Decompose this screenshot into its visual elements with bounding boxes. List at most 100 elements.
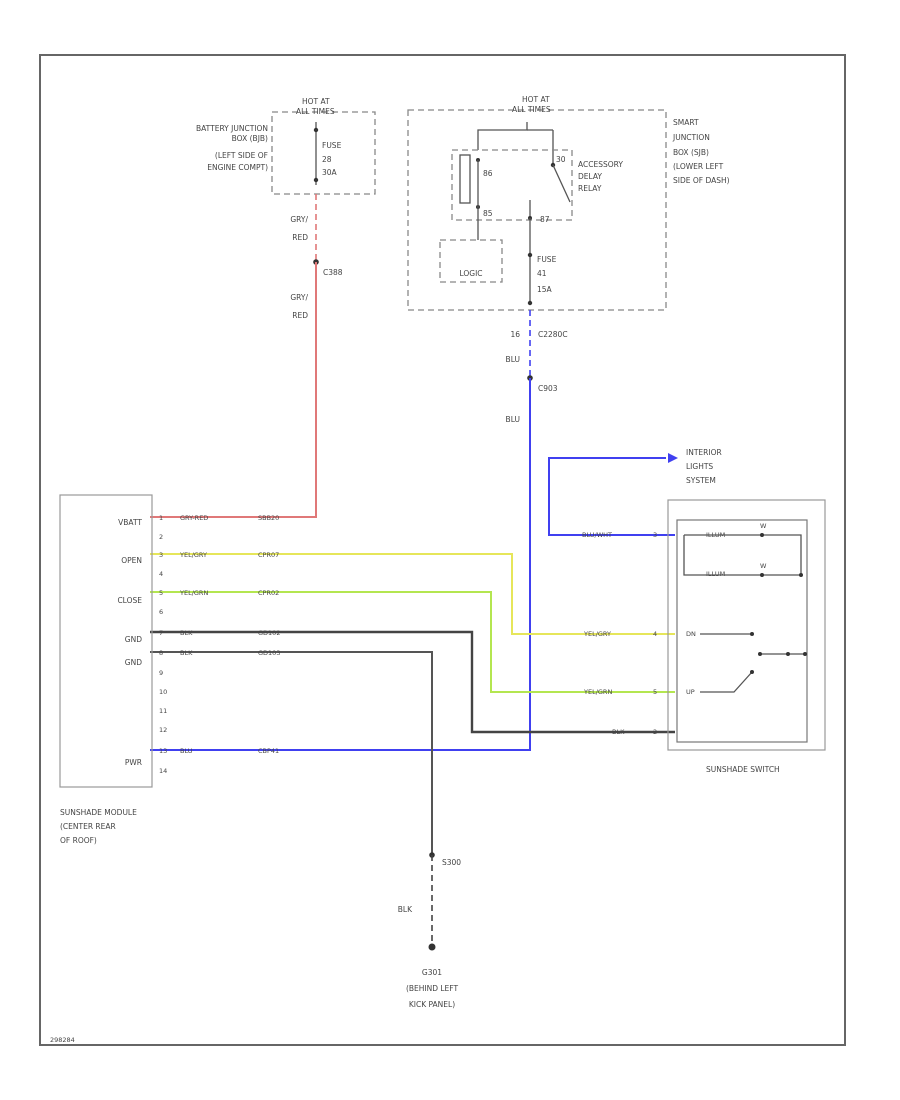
wire-blu-wht [548, 457, 675, 536]
switch-illum-marker-2: W [760, 562, 767, 570]
module-caption-2: (CENTER REAR [60, 822, 116, 831]
module-pin-4-number: 4 [159, 570, 163, 578]
sunshade-switch-inner [676, 519, 808, 743]
switch-illum-label-2: ILLUM [706, 570, 725, 578]
module-pin-7: GND 7 BLK GD102 [125, 629, 281, 644]
module-pin-13-circuit: CBP41 [258, 747, 279, 755]
module-pin-1-color: GRY-RED [180, 514, 208, 522]
module-pin-12-number: 12 [159, 726, 167, 734]
module-pin-3-number: 3 [159, 551, 163, 559]
wire-yel-grn [150, 591, 675, 693]
sunshade-module-box [59, 494, 153, 788]
module-pin-11-number: 11 [159, 707, 167, 715]
wire-yel-gry [150, 553, 675, 635]
wire-label-right-lower: BLU [506, 415, 520, 424]
sjb-location-1: SMART [673, 118, 699, 127]
module-pin-8-circuit: GD103 [258, 649, 280, 657]
relay-pin-86: 86 [483, 169, 493, 178]
fuse-28-terminal-bottom [313, 177, 319, 183]
module-pin-5: CLOSE 5 YEL/GRN CPR02 [117, 589, 279, 605]
relay-pin-30: 30 [556, 155, 566, 164]
sunshade-switch-outer [667, 499, 826, 751]
switch-illum-node-2 [760, 573, 764, 577]
module-pin-8: GND 8 BLK GD103 [125, 649, 281, 667]
ground-label-1: G301 [422, 968, 442, 977]
sjb-location-4: (LOWER LEFT [673, 162, 724, 171]
wire-label-left-upper-1: GRY/ [290, 215, 308, 224]
switch-up-node [750, 670, 754, 674]
module-pin-5-name: CLOSE [117, 596, 142, 605]
ground-g301 [428, 943, 436, 951]
switch-pin-2: 2 [653, 728, 657, 736]
module-pin-5-color: YEL/GRN [179, 589, 208, 597]
logic-label: LOGIC [459, 269, 482, 278]
switch-illum-marker-1: W [760, 522, 767, 530]
switch-up-label: UP [686, 688, 695, 696]
module-pin-13-color: BLU [180, 747, 193, 755]
switch-row-illum-1: BLU/WHT 3 ILLUM W [582, 522, 767, 539]
switch-common-node-3 [803, 652, 807, 656]
relay-label-2: DELAY [578, 172, 602, 181]
figure-code: 298284 [50, 1036, 75, 1044]
module-pin-1: VBATT 1 GRY-RED SBB20 [118, 514, 279, 527]
ground-label-2: (BEHIND LEFT [406, 984, 459, 993]
relay-label-3: RELAY [578, 184, 602, 193]
fuse-28-terminal-top [313, 127, 319, 133]
switch-pin-4: 4 [653, 630, 657, 638]
switch-pin-5: 5 [653, 688, 657, 696]
module-pin-7-color: BLK [180, 629, 193, 637]
switch-up-contact [700, 671, 753, 693]
fuse-41-terminal-bottom [527, 300, 533, 306]
module-pin-14-number: 14 [159, 767, 167, 775]
fuse-41-terminal-top [527, 252, 533, 258]
logic-box [439, 239, 503, 283]
bjb-location-3: (LEFT SIDE OF [215, 151, 268, 160]
switch-caption: SUNSHADE SWITCH [706, 765, 780, 774]
left-hot-label-1: HOT AT [302, 97, 330, 106]
wire-blk-gd102 [150, 630, 675, 734]
module-pin-7-name: GND [125, 635, 142, 644]
sjb-location-3: BOX (SJB) [673, 148, 709, 157]
interior-lights-arrow [668, 453, 678, 463]
switch-illum-node-3 [799, 573, 803, 577]
module-pin-3-circuit: CPR07 [258, 551, 279, 559]
splice-s300-label: S300 [442, 858, 461, 867]
relay-pin-85: 85 [483, 209, 493, 218]
module-pin-1-number: 1 [159, 514, 163, 522]
switch-row-blk: BLK 2 [612, 728, 657, 736]
module-pin-5-number: 5 [159, 589, 163, 597]
switch-wire-blk: BLK [612, 728, 625, 736]
module-pin-6-number: 6 [159, 608, 163, 616]
fuse-41-rating: 15A [537, 285, 553, 294]
switch-pin-3: 3 [653, 531, 657, 539]
module-pin-7-number: 7 [159, 629, 163, 637]
right-hot-label-2: ALL TIMES [512, 105, 551, 114]
switch-row-dn: YEL/GRY 4 DN [583, 630, 696, 638]
connector-pin-16: 16 [510, 330, 520, 339]
module-pin-7-circuit: GD102 [258, 629, 280, 637]
sjb-location-2: JUNCTION [672, 133, 710, 142]
wire-label-ground: BLK [398, 905, 413, 914]
module-pin-1-name: VBATT [118, 518, 142, 527]
relay-outline [451, 149, 573, 221]
switch-wire-yel-gry: YEL/GRY [583, 630, 611, 638]
module-pin-3-color: YEL/GRY [179, 551, 207, 559]
interior-lights-label-1: INTERIOR [686, 448, 722, 457]
relay-switch-arm [552, 164, 571, 203]
module-pin-13: PWR 13 BLU CBP41 [125, 747, 279, 767]
switch-illum-trace [683, 534, 802, 576]
module-pin-8-color: BLK [180, 649, 193, 657]
fuse-41-label: FUSE [537, 255, 557, 264]
switch-common-node-2 [786, 652, 790, 656]
right-hot-label-1: HOT AT [522, 95, 550, 104]
relay-coil [459, 154, 471, 204]
switch-common-node-1 [758, 652, 762, 656]
wire-label-left-upper-2: RED [292, 233, 308, 242]
module-pin-8-name: GND [125, 658, 142, 667]
wire-label-right-upper: BLU [506, 355, 520, 364]
wire-label-left-lower-2: RED [292, 311, 308, 320]
interior-lights-label-3: SYSTEM [686, 476, 716, 485]
wire-label-left-lower-1: GRY/ [290, 293, 308, 302]
wire-blu-module-pwr [150, 378, 531, 751]
